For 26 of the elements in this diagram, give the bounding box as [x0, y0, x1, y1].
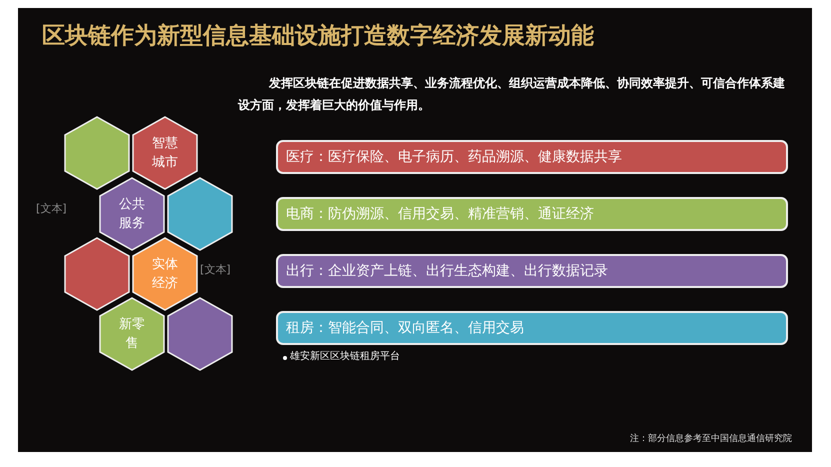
placeholder-text: [文本]	[200, 262, 231, 277]
hexagon-shape	[132, 237, 198, 311]
hexagon-label: 实体经济	[151, 256, 179, 293]
hexagon-shape	[99, 297, 165, 371]
band-label: 租房：智能合同、双向匿名、信用交易	[286, 319, 524, 337]
hexagon-label: 新零售	[118, 316, 146, 353]
hexagon-label: 公共服务	[118, 196, 146, 233]
example-text: 雄安新区区块链租房平台	[290, 350, 400, 363]
band-label: 医疗：医疗保险、电子病历、药品溯源、健康数据共享	[286, 148, 622, 166]
band-label: 出行：企业资产上链、出行生态构建、出行数据记录	[286, 262, 608, 280]
intro-paragraph: 发挥区块链在促进数据共享、业务流程优化、组织运营成本降低、协同效率提升、可信合作体系建设方面，发挥着巨大的价值与作用。	[238, 75, 786, 114]
hexagon-shape	[167, 177, 233, 251]
hexagon-shape	[167, 297, 233, 371]
hexagon-shape	[132, 116, 198, 190]
category-band	[276, 254, 788, 288]
hexagon-label: 智慧城市	[151, 134, 179, 172]
band-label: 电商：防伪溯源、信用交易、精准营销、通证经济	[286, 205, 594, 223]
placeholder-text: [文本]	[36, 201, 67, 216]
hexagon-shape	[64, 116, 130, 190]
slide-title: 区块链作为新型信息基础设施打造数字经济发展新动能	[42, 22, 594, 51]
source-note: 注：部分信息参考至中国信息通信研究院	[630, 432, 792, 445]
hexagon-shape	[99, 177, 165, 251]
category-band	[276, 140, 788, 174]
hexagon-shape	[64, 237, 130, 311]
category-band	[276, 311, 788, 345]
category-band	[276, 197, 788, 231]
